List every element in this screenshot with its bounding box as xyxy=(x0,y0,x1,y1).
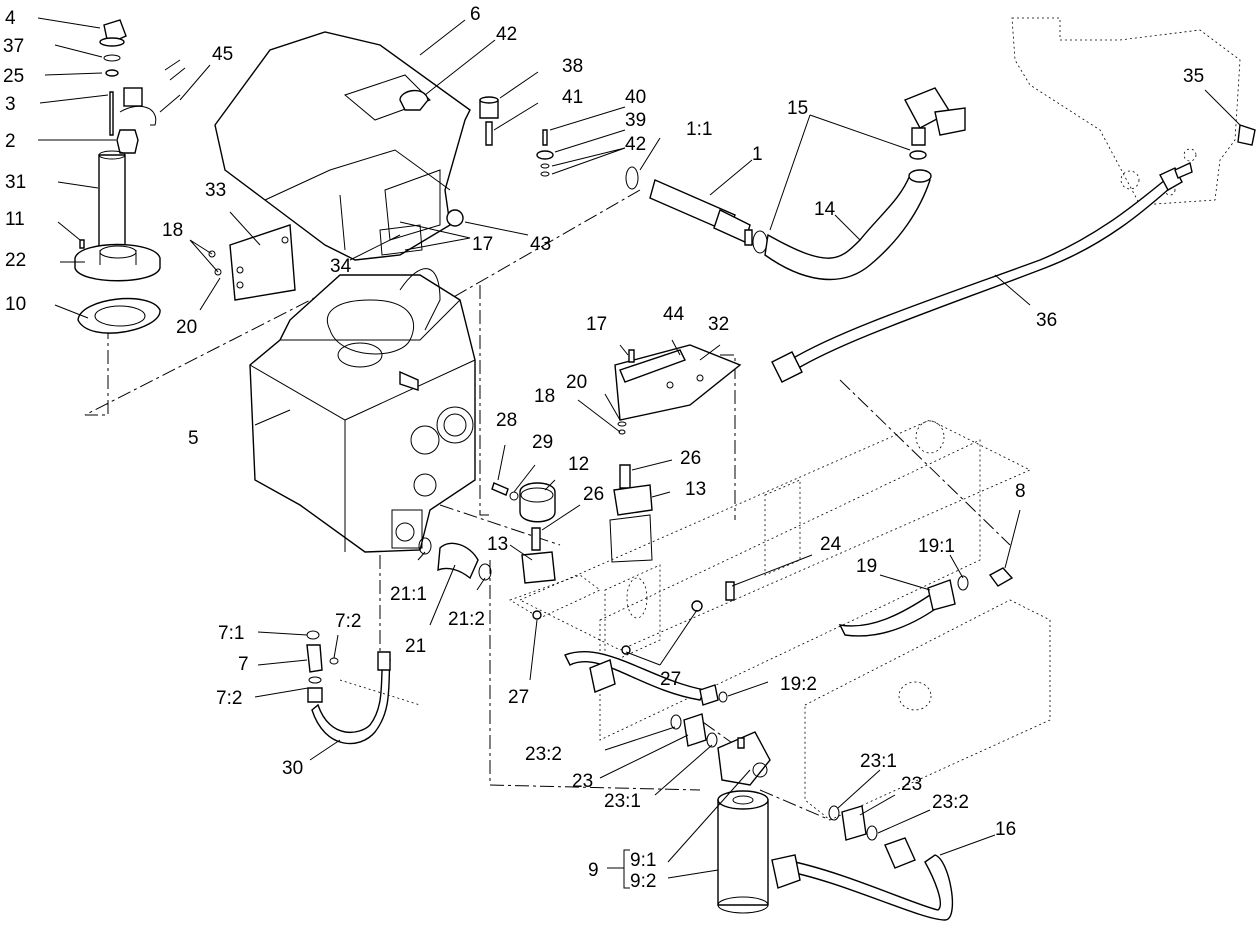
callout-17-cover: 17 xyxy=(472,234,493,255)
callout-21-1: 21:1 xyxy=(390,584,427,605)
filter-assembly xyxy=(670,713,878,914)
tank-cover xyxy=(214,31,471,261)
callout-43: 43 xyxy=(530,234,551,255)
filter-outlet-hose xyxy=(771,837,953,921)
callout-19-2: 19:2 xyxy=(780,674,817,695)
callout-23-2-right: 23:2 xyxy=(932,792,969,813)
callout-12: 12 xyxy=(568,454,589,475)
callout-23-1-right: 23:1 xyxy=(860,751,897,772)
breather-parts xyxy=(479,96,554,177)
callout-32: 32 xyxy=(708,314,729,335)
callout-7-2-lower: 7:2 xyxy=(216,688,242,709)
callout-19-1: 19:1 xyxy=(918,536,955,557)
callout-3: 3 xyxy=(5,94,16,115)
tee-and-hose xyxy=(306,630,421,745)
callout-18-plate: 18 xyxy=(534,386,555,407)
callout-29: 29 xyxy=(532,432,553,453)
bracket-33 xyxy=(208,209,464,301)
callout-31: 31 xyxy=(5,172,26,193)
callout-23-left: 23 xyxy=(572,771,593,792)
callout-23-2-left: 23:2 xyxy=(525,744,562,765)
callout-15: 15 xyxy=(787,98,808,119)
frame-rail xyxy=(509,419,1051,821)
callout-7-2-upper: 7:2 xyxy=(335,611,361,632)
callout-28: 28 xyxy=(496,410,517,431)
callout-6: 6 xyxy=(470,4,481,25)
callout-20-left: 20 xyxy=(176,317,197,338)
callout-35: 35 xyxy=(1183,66,1204,87)
callout-2: 2 xyxy=(5,131,16,152)
callout-19: 19 xyxy=(856,556,877,577)
callout-23-1-left: 23:1 xyxy=(604,791,641,812)
callout-9-2: 9:2 xyxy=(630,871,656,892)
callout-24: 24 xyxy=(820,534,842,555)
callout-20-plate: 20 xyxy=(566,372,587,393)
callout-1: 1 xyxy=(752,144,763,165)
pressure-tube xyxy=(771,124,1256,383)
callout-23-right: 23 xyxy=(901,774,922,795)
suction-hose xyxy=(625,87,966,281)
callout-38: 38 xyxy=(562,56,583,77)
callout-9: 9 xyxy=(588,860,599,881)
callout-39: 39 xyxy=(625,110,646,131)
callout-8: 8 xyxy=(1015,481,1026,502)
leader-lines xyxy=(37,17,1241,889)
callout-30: 30 xyxy=(282,758,303,779)
return-hose xyxy=(532,567,1014,655)
callout-42-mid: 42 xyxy=(625,134,646,155)
callout-34: 34 xyxy=(330,256,352,277)
callout-41: 41 xyxy=(562,87,583,108)
callout-27-right: 27 xyxy=(660,669,681,690)
hydraulic-tank xyxy=(249,268,476,553)
callout-11: 11 xyxy=(5,209,25,230)
callout-1-1: 1:1 xyxy=(686,119,712,140)
callout-40: 40 xyxy=(625,87,646,108)
callout-16: 16 xyxy=(995,819,1016,840)
elbow-fitting xyxy=(418,537,492,581)
callout-37: 37 xyxy=(3,36,24,57)
callout-14: 14 xyxy=(814,199,836,220)
callout-13-upper: 13 xyxy=(685,479,706,500)
callout-17-plate: 17 xyxy=(586,314,607,335)
isolator-mounts xyxy=(491,464,653,584)
filter-inlet-hose xyxy=(564,650,728,706)
callout-42-top: 42 xyxy=(496,24,517,45)
callout-18-left: 18 xyxy=(162,220,183,241)
callout-25: 25 xyxy=(3,66,24,87)
callout-7-1: 7:1 xyxy=(218,623,244,644)
callout-10: 10 xyxy=(5,294,26,315)
callout-21-2: 21:2 xyxy=(448,609,485,630)
callout-33: 33 xyxy=(205,180,226,201)
callout-labels: 4 37 25 3 2 31 11 22 10 45 6 42 38 41 40… xyxy=(3,4,1204,892)
callout-27-left: 27 xyxy=(508,687,529,708)
callout-45: 45 xyxy=(212,44,233,65)
callout-13-lower: 13 xyxy=(487,534,508,555)
callout-26-upper: 26 xyxy=(680,448,701,469)
callout-7: 7 xyxy=(238,654,249,675)
callout-44: 44 xyxy=(663,304,685,325)
callout-9-1: 9:1 xyxy=(630,850,656,871)
callout-22: 22 xyxy=(5,250,26,271)
filler-assembly xyxy=(74,19,186,334)
callout-21: 21 xyxy=(405,636,426,657)
callout-36: 36 xyxy=(1036,310,1057,331)
callout-26-lower: 26 xyxy=(583,484,604,505)
callout-5: 5 xyxy=(188,428,199,449)
upper-plate xyxy=(1011,17,1241,206)
bracket-plate-32 xyxy=(614,344,742,435)
callout-4: 4 xyxy=(5,8,16,29)
